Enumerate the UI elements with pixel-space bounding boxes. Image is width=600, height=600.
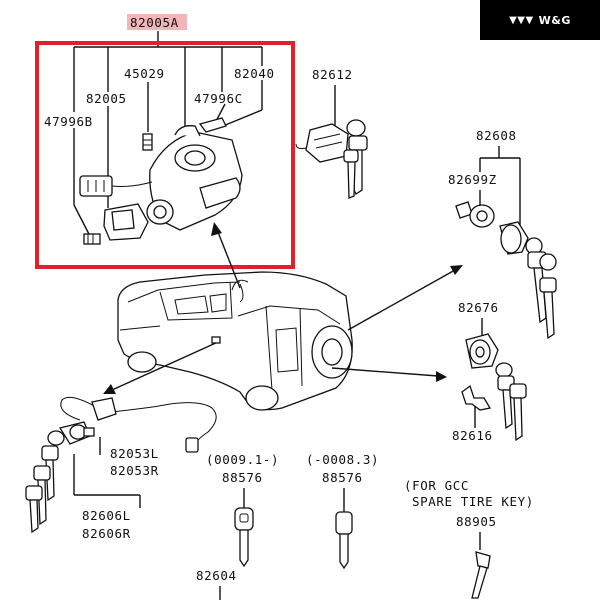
ignition-switch-assembly xyxy=(79,117,243,245)
label-date-0009-1[interactable]: (0009.1-) xyxy=(206,452,279,467)
label-88576-a[interactable]: 88576 xyxy=(222,470,263,485)
label-82040[interactable]: 82040 xyxy=(234,66,275,81)
brand-text: W&G xyxy=(538,13,571,27)
label-82005[interactable]: 82005 xyxy=(86,91,127,106)
door-cylinder-82606 xyxy=(25,396,217,534)
callout-arrows xyxy=(103,222,463,394)
label-82053r[interactable]: 82053R xyxy=(110,463,159,478)
tailgate-lock-82608 xyxy=(455,201,557,340)
label-82699z[interactable]: 82699Z xyxy=(448,172,497,187)
label-82604[interactable]: 82604 xyxy=(196,568,237,583)
brand-logo-icon: ▼▼▼ xyxy=(509,14,534,26)
spare-tire-key-88905 xyxy=(471,551,491,599)
label-82612[interactable]: 82612 xyxy=(312,67,353,82)
label-47996c[interactable]: 47996C xyxy=(194,91,243,106)
label-82053l[interactable]: 82053L xyxy=(110,446,159,461)
label-82606l[interactable]: 82606L xyxy=(82,508,131,523)
label-47996b[interactable]: 47996B xyxy=(44,114,93,129)
label-88576-b[interactable]: 88576 xyxy=(322,470,363,485)
key-blank-88576-b xyxy=(335,511,353,570)
label-spare-tire-key[interactable]: SPARE TIRE KEY) xyxy=(412,494,534,509)
key-blank-88576-a xyxy=(234,507,254,568)
label-82606r[interactable]: 82606R xyxy=(82,526,131,541)
spare-tire-lock-82676 xyxy=(461,333,527,442)
brand-badge: ▼▼▼ W&G xyxy=(480,0,600,40)
label-82676[interactable]: 82676 xyxy=(458,300,499,315)
vehicle-outline xyxy=(117,271,353,411)
label-82005a[interactable]: 82005A xyxy=(130,15,179,30)
highlight-frame xyxy=(35,41,295,269)
label-45029[interactable]: 45029 xyxy=(124,66,165,81)
label-88905[interactable]: 88905 xyxy=(456,514,497,529)
door-lock-82612 xyxy=(295,119,368,199)
label-date-0008-3[interactable]: (-0008.3) xyxy=(306,452,379,467)
part-number-highlight xyxy=(127,14,187,30)
label-for-gcc[interactable]: (FOR GCC xyxy=(404,478,469,493)
label-82608[interactable]: 82608 xyxy=(476,128,517,143)
label-82616[interactable]: 82616 xyxy=(452,428,493,443)
